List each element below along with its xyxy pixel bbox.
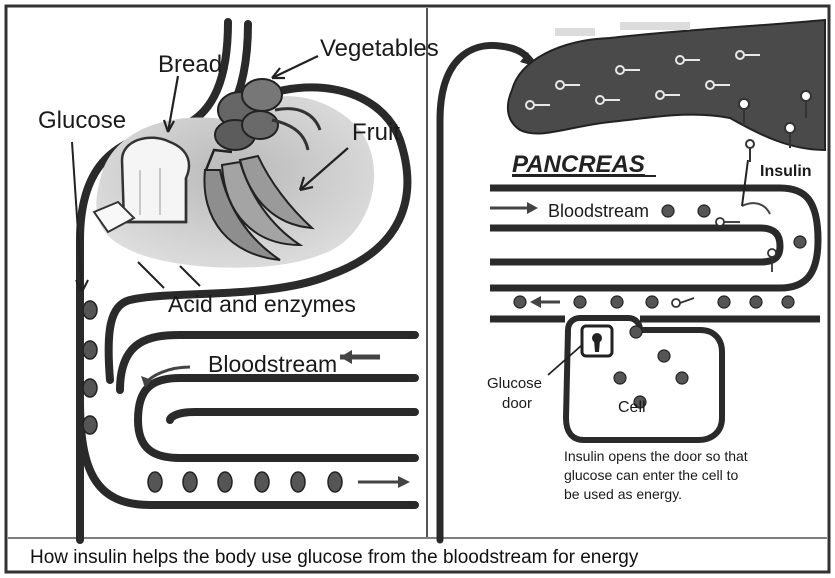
bloodstream-right-label: Bloodstream xyxy=(548,201,649,221)
vegetables-label: Vegetables xyxy=(320,35,439,62)
glucose-door-label-line2: door xyxy=(502,395,532,412)
vegetables-pointer xyxy=(272,56,318,78)
acid-pointer-2 xyxy=(180,266,200,286)
intestine-wall-3 xyxy=(170,412,415,420)
insulin-pointer xyxy=(742,160,748,206)
stomach-outer-wall xyxy=(80,22,228,540)
insulin-label: Insulin xyxy=(760,163,812,180)
stomach-intestine-panel: Bread Vegetables Glucose Fruit Acid and … xyxy=(38,22,439,540)
cell-label: Cell xyxy=(618,399,646,416)
note-line-1: Insulin opens the door so that xyxy=(564,448,748,464)
pancreas-cell-panel: PANCREAS Insulin xyxy=(440,20,825,540)
glucose-label: Glucose xyxy=(38,107,126,134)
bloodstream-left-label: Bloodstream xyxy=(208,351,337,377)
vessel-inner xyxy=(490,228,780,262)
note-line-3: be used as energy. xyxy=(564,486,682,502)
pancreas-label: PANCREAS xyxy=(512,151,645,178)
acid-enzymes-label: Acid and enzymes xyxy=(168,291,356,317)
caption: How insulin helps the body use glucose f… xyxy=(30,547,639,568)
fruit-label: Fruit xyxy=(352,119,400,146)
glucose-dots-left xyxy=(83,301,342,492)
glucose-door-label-line1: Glucose xyxy=(487,375,542,392)
acid-pointer-1 xyxy=(138,262,164,288)
bread-label: Bread xyxy=(158,51,222,78)
note-line-2: glucose can enter the cell to xyxy=(564,467,739,483)
intestine-wall-2 xyxy=(138,378,415,458)
vessel-outer xyxy=(490,188,818,288)
